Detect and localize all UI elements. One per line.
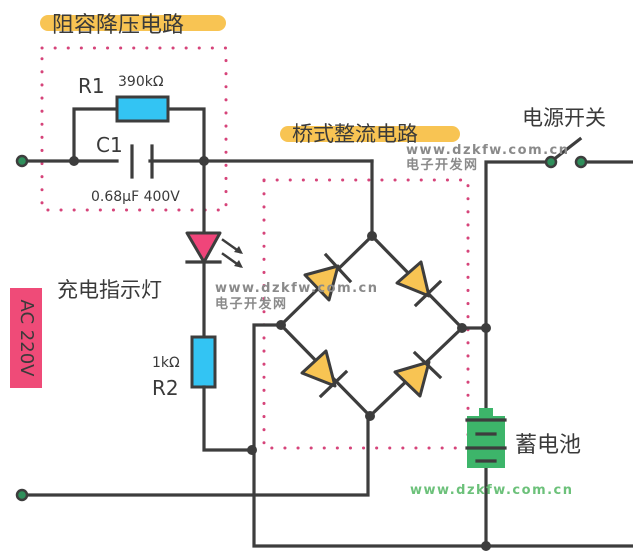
- switch-terminal[interactable]: [544, 155, 558, 169]
- junction-node: [367, 231, 377, 241]
- junction-node: [481, 323, 491, 333]
- watermark-site: 电子开发网: [406, 157, 479, 173]
- watermark-url-green: www.dzkfw.com.cn: [410, 483, 574, 498]
- led-indicator: [185, 231, 222, 264]
- ac-source-badge: [10, 288, 42, 388]
- power-switch-label: 电源开关: [522, 106, 606, 130]
- rc-section-title: 阻容降压电路: [52, 13, 184, 38]
- wire-input-bottom: [20, 414, 370, 497]
- switch-terminal[interactable]: [574, 155, 588, 169]
- battery: [465, 408, 507, 468]
- wire-bridge-negative: [252, 323, 488, 548]
- c1-name: C1: [96, 133, 123, 157]
- diode-d1: [303, 252, 353, 302]
- led-label: 充电指示灯: [57, 278, 162, 302]
- r1-name: R1: [78, 74, 105, 98]
- resistor-r1: [115, 95, 170, 123]
- watermark-url: www.dzkfw.com.cn: [406, 143, 570, 158]
- ac-source-label: AC 220V: [16, 300, 37, 378]
- rc-title-highlight: [40, 15, 226, 31]
- wire-r1-right: [166, 107, 206, 163]
- battery-label: 蓄电池: [515, 433, 581, 458]
- junction-node: [481, 541, 491, 551]
- bridge-section-boundary: [262, 178, 470, 450]
- r2-value: 1kΩ: [152, 355, 180, 371]
- c1-value: 0.68μF 400V: [91, 189, 180, 205]
- watermark-url: www.dzkfw.com.cn: [215, 281, 379, 296]
- wire-r1-left: [72, 107, 119, 163]
- diode-d4: [393, 350, 443, 398]
- watermark-site: 电子开发网: [215, 296, 288, 312]
- bridge-diamond: [278, 233, 465, 419]
- resistor-r2: [190, 335, 217, 389]
- junction-node: [69, 156, 79, 166]
- bridge-title-highlight: [280, 126, 460, 142]
- wire-r2-out: [202, 385, 254, 452]
- r1-value: 390kΩ: [118, 74, 164, 90]
- bridge-section-title: 桥式整流电路: [292, 122, 418, 146]
- diode-d3: [300, 349, 349, 399]
- led-light-arrows-icon: [221, 238, 243, 268]
- r2-name: R2: [152, 376, 179, 400]
- diode-d2: [395, 260, 443, 308]
- power-switch-lever: [550, 136, 583, 163]
- rc-section-boundary: [40, 46, 228, 212]
- ac-terminal-top: [15, 154, 29, 168]
- junction-node: [247, 445, 257, 455]
- ac-terminal-bottom: [15, 488, 29, 502]
